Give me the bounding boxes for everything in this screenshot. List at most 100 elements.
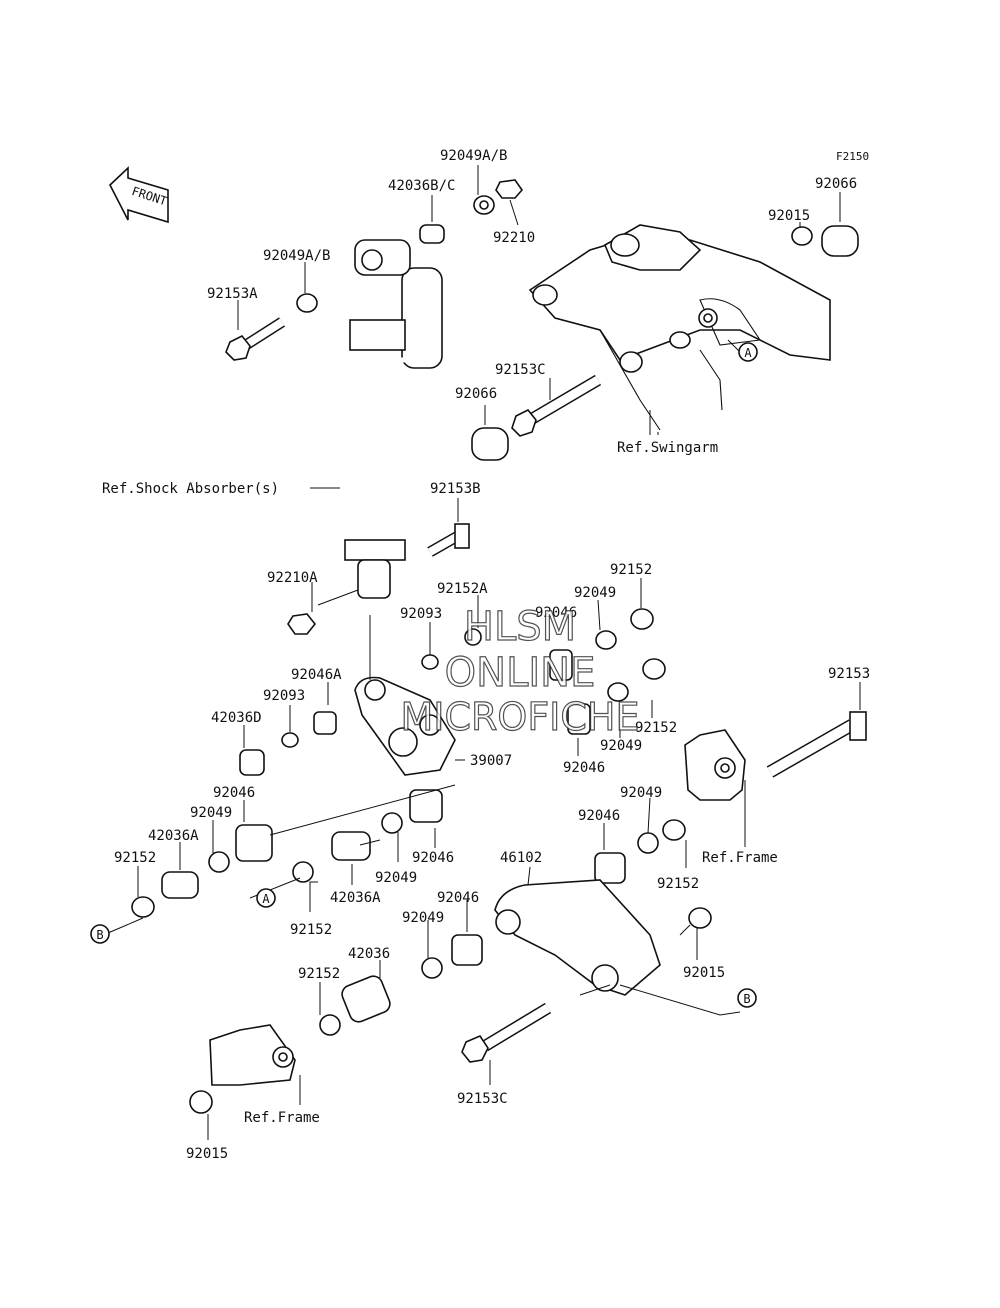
washer-92152-r3: [662, 819, 686, 841]
label-92152-m: 92152: [290, 922, 332, 938]
swingarm: [528, 224, 831, 431]
washer-92152-l: [131, 896, 155, 918]
label-ref-swingarm: Ref.Swingarm: [617, 440, 718, 456]
callout-b-right-label: B: [743, 992, 750, 1006]
collar-42036bc: [419, 224, 445, 244]
callout-a-top-label: A: [744, 346, 752, 360]
label-42036a-l: 42036A: [148, 828, 199, 844]
watermark: HLSM ONLINE MICROFICHE: [400, 603, 640, 739]
label-92152-bl: 92152: [298, 966, 340, 982]
callout-a-top: A: [738, 342, 758, 362]
seal-92093-b: [281, 732, 299, 748]
bushing-92015-bl: [189, 1090, 213, 1114]
seal-92049-c: [637, 832, 659, 854]
bushing-92015-r: [688, 907, 712, 929]
watermark-line1: HLSM: [464, 604, 576, 650]
label-ref-shock: Ref.Shock Absorber(s): [102, 481, 279, 497]
label-92046-b: 92046: [563, 760, 605, 776]
label-92153b: 92153B: [430, 481, 481, 497]
cap-92066-top: [821, 225, 859, 257]
collar-42036: [341, 975, 391, 1023]
label-92046-c: 92046: [213, 785, 255, 801]
label-92049-c: 92049: [620, 785, 662, 801]
callout-a-mid: A: [256, 888, 276, 908]
front-arrow-icon: FRONT: [109, 166, 169, 224]
seal-92049-e: [381, 812, 403, 834]
callout-b-right: B: [737, 988, 757, 1008]
washer-92152-r2: [642, 658, 666, 680]
label-92153a: 92153A: [207, 286, 258, 302]
washer-92152a: [464, 628, 482, 646]
label-ref-frame-right: Ref.Frame: [702, 850, 778, 866]
nut-92210: [495, 179, 524, 199]
cap-92066-mid: [471, 427, 509, 461]
label-92049ab-top: 92049A/B: [440, 148, 507, 164]
frame-right: [684, 729, 746, 801]
label-92049-a: 92049: [574, 585, 616, 601]
label-92066-top: 92066: [815, 176, 857, 192]
bearing-92046-a: [549, 649, 573, 681]
bearing-92046-b: [567, 703, 591, 735]
label-92152-r1: 92152: [610, 562, 652, 578]
label-92210: 92210: [493, 230, 535, 246]
label-42036bc: 42036B/C: [388, 178, 455, 194]
label-92015-top: 92015: [768, 208, 810, 224]
label-ref-frame-left: Ref.Frame: [244, 1110, 320, 1126]
bearing-92046-e: [451, 934, 483, 966]
seal-92049-b: [607, 682, 629, 702]
collar-42036d: [239, 749, 265, 776]
seal-92093-a: [421, 654, 439, 670]
label-92049-d: 92049: [190, 805, 232, 821]
bolt-92153b: [427, 523, 470, 557]
label-39007: 39007: [470, 753, 512, 769]
label-92046-a: 92046: [535, 605, 577, 621]
label-92152-r3: 92152: [657, 876, 699, 892]
figure-code: F2150: [836, 150, 869, 163]
rocker-arm-39007: [354, 676, 456, 776]
label-92153: 92153: [828, 666, 870, 682]
seal-92049-f: [421, 957, 443, 979]
label-92046-d: 92046: [412, 850, 454, 866]
shock-absorber: [340, 239, 443, 599]
label-92049-b: 92049: [600, 738, 642, 754]
label-92015-r: 92015: [683, 965, 725, 981]
bolt-92153c-bottom: [461, 1002, 552, 1063]
bolt-92153a: [225, 317, 285, 361]
seal-92049-d: [208, 851, 230, 873]
washer-92152-m: [292, 861, 314, 883]
bearing-92046a: [313, 711, 337, 735]
label-92152-r2: 92152: [635, 720, 677, 736]
watermark-line3: MICROFICHE: [400, 695, 639, 739]
bushing-92015-top: [791, 226, 813, 246]
label-42036a-m: 42036A: [330, 890, 381, 906]
label-92046a: 92046A: [291, 667, 342, 683]
label-92093-a: 92093: [400, 606, 442, 622]
washer-92152-r1: [630, 608, 654, 630]
label-92153c-top: 92153C: [495, 362, 546, 378]
label-92049ab-left: 92049A/B: [263, 248, 330, 264]
watermark-line2: ONLINE: [445, 650, 596, 696]
label-92066-mid: 92066: [455, 386, 497, 402]
callout-b-left: B: [90, 924, 110, 944]
nut-92210a: [287, 613, 317, 635]
callout-a-mid-label: A: [262, 892, 270, 906]
label-92046-e: 92046: [437, 890, 479, 906]
washer-92049ab-left: [296, 293, 318, 313]
label-92049-f: 92049: [402, 910, 444, 926]
tie-rod-46102: [494, 879, 661, 996]
label-46102: 46102: [500, 850, 542, 866]
label-92049-e: 92049: [375, 870, 417, 886]
collar-42036a-m: [331, 831, 371, 861]
bearing-92046-c: [235, 824, 273, 862]
label-92046-f: 92046: [578, 808, 620, 824]
callout-b-left-label: B: [96, 928, 103, 942]
collar-42036a-l: [161, 871, 199, 899]
label-92152-l: 92152: [114, 850, 156, 866]
bearing-92046-d: [409, 789, 443, 823]
frame-left: [209, 1024, 296, 1086]
bolt-92153c-top: [511, 374, 602, 437]
label-42036d: 42036D: [211, 710, 262, 726]
label-92152a: 92152A: [437, 581, 488, 597]
